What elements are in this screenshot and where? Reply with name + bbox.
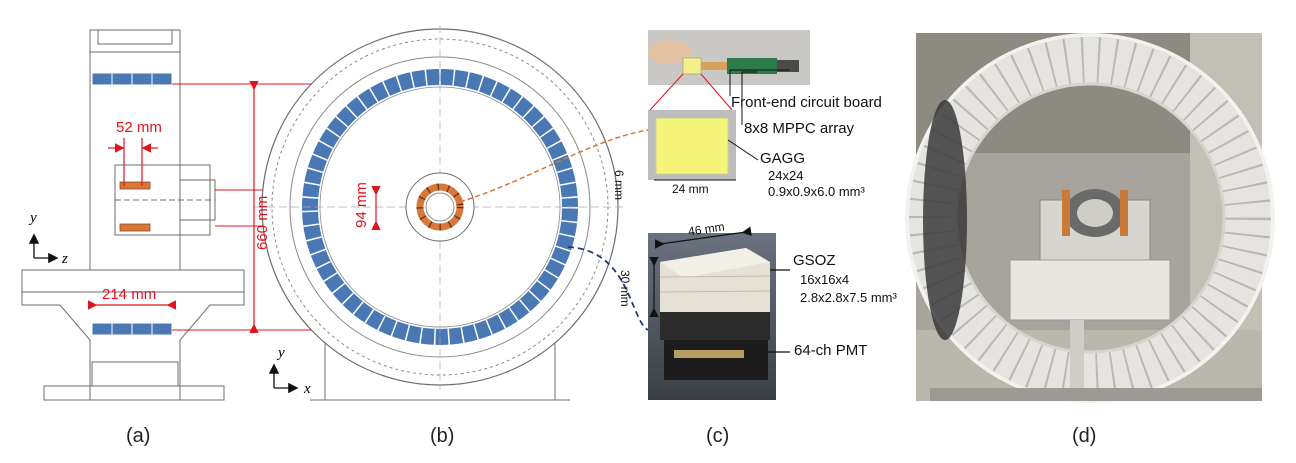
panel-a-detector-bottom [91,322,173,336]
pmt-label: 64-ch PMT [794,342,868,359]
gagg-crystal [648,110,736,180]
dim-214mm-label: 214 mm [102,286,156,303]
gsoz-height: 30 mm [618,270,632,307]
gagg-name: GAGG [760,150,806,167]
panel-a-detector-top [91,72,173,86]
caption-d: (d) [1072,425,1097,447]
axis-a-y: y [28,210,37,226]
axis-b-y: y [276,345,285,361]
caption-b: (b) [430,425,455,447]
panel-b-front-view [255,25,625,401]
axis-b [268,363,299,394]
dim-94mm-label: 94 mm [353,182,370,228]
dim-52mm [108,138,158,186]
caption-a: (a) [126,425,151,447]
gagg-leaders [654,69,790,181]
gagg-width: 24 mm [672,182,709,196]
gsoz-size: 2.8x2.8x7.5 mm³ [800,290,897,305]
axis-a-z: z [61,251,68,267]
gsoz-photo [648,233,776,400]
frontend-photo [648,30,810,85]
gsoz-array: 16x16x4 [800,272,850,287]
gagg-array: 24x24 [768,168,804,183]
gagg-thickness: 6 mm [612,170,626,200]
axis-b-x: x [303,381,311,397]
dim-660mm-label: 660 mm [254,196,271,250]
axis-a [28,233,59,264]
system-photo [905,33,1275,403]
dim-52mm-label: 52 mm [116,119,162,136]
zoom-lines [649,73,733,111]
gagg-size: 0.9x0.9x6.0 mm³ [768,184,865,199]
caption-c: (c) [706,425,730,447]
frontend-board-label: Front-end circuit board [731,94,882,111]
panel-a-inner-rings [119,181,151,232]
gsoz-dims [649,226,790,353]
connector-inner [459,129,649,203]
connector-outer [567,246,649,331]
panel-a-side-view [21,29,245,401]
gsoz-name: GSOZ [793,252,836,269]
mppc-array-label: 8x8 MPPC array [744,120,855,137]
